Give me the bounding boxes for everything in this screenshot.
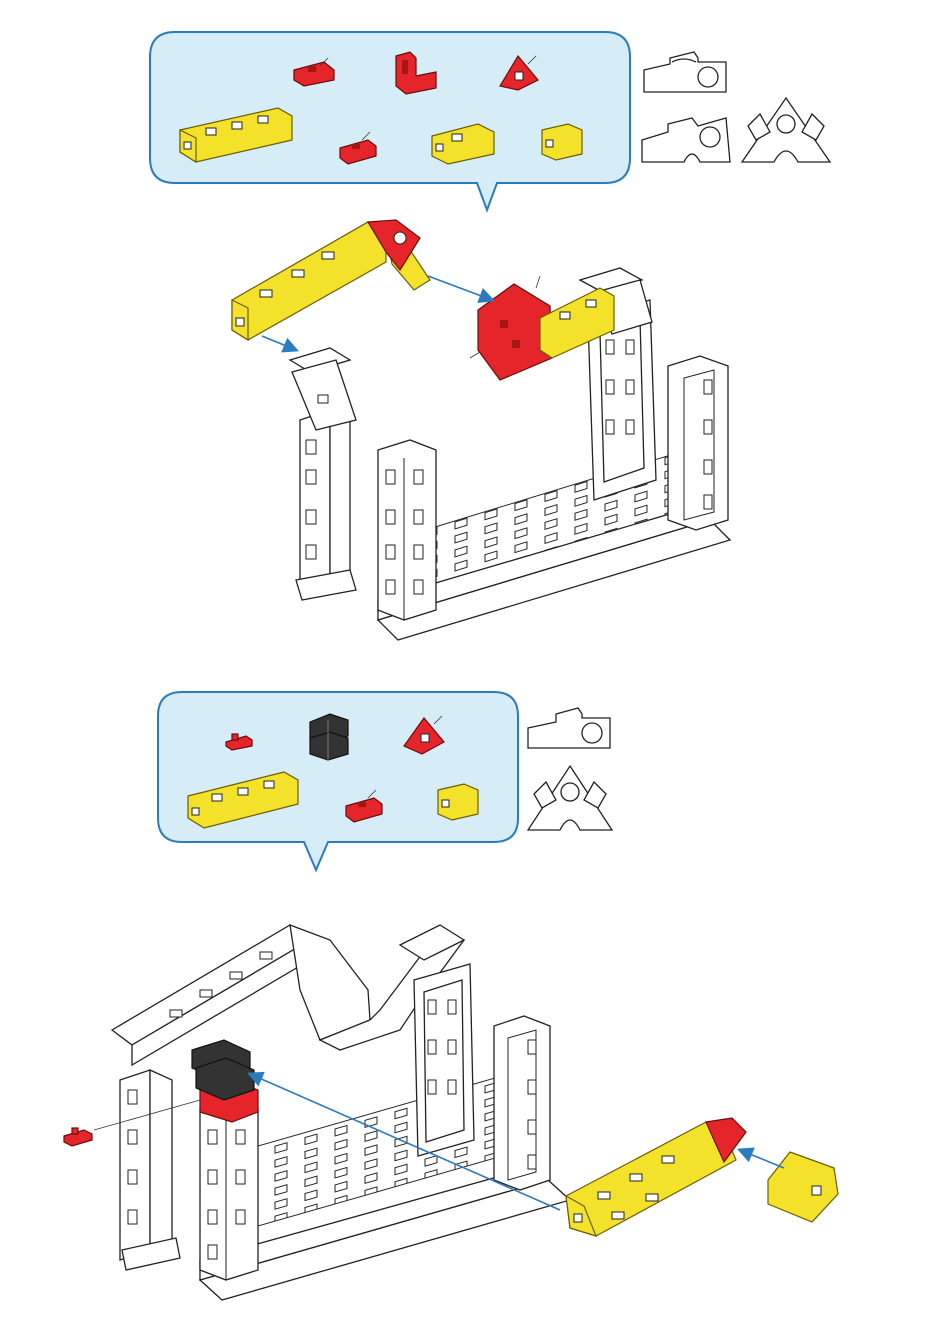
block-profile-icon-2 — [528, 708, 610, 748]
parts-bubble-step-2 — [158, 692, 518, 870]
block-wedge-icon — [642, 118, 730, 162]
white-pillar-left — [296, 410, 356, 600]
step-1 — [150, 32, 830, 640]
block-profile-icon — [644, 52, 726, 92]
arrow-joint-step-1 — [428, 276, 492, 300]
assembly-step-2 — [64, 925, 838, 1300]
yellow-arm-exploded — [232, 220, 430, 340]
left-pillar-step-2 — [120, 1070, 180, 1270]
yellow-beam-exploded — [566, 1118, 746, 1236]
part-yellow-short-channel — [542, 124, 582, 160]
assembly-step-1 — [232, 220, 730, 640]
triangle-joint-icon — [742, 98, 830, 162]
triangle-joint-icon-2 — [528, 766, 612, 830]
top-arch — [112, 925, 464, 1065]
far-right-pillar-step-2 — [494, 1016, 550, 1190]
arrow-channel-step-2 — [740, 1150, 784, 1168]
white-pillar-far-right — [668, 356, 728, 530]
arrow-arm-step-1 — [262, 336, 296, 350]
parts-bubble-step-1 — [150, 32, 630, 210]
yellow-short-channel-exploded — [768, 1152, 838, 1222]
right-pillar-frame-step-2 — [414, 964, 474, 1156]
white-pillar-center — [378, 440, 436, 620]
white-arch-top-left — [290, 348, 356, 430]
step-2 — [64, 692, 838, 1300]
part-black-double-block — [310, 714, 348, 760]
part-yellow-short-channel-2 — [438, 784, 478, 820]
center-pillar-step-2 — [200, 1100, 258, 1280]
